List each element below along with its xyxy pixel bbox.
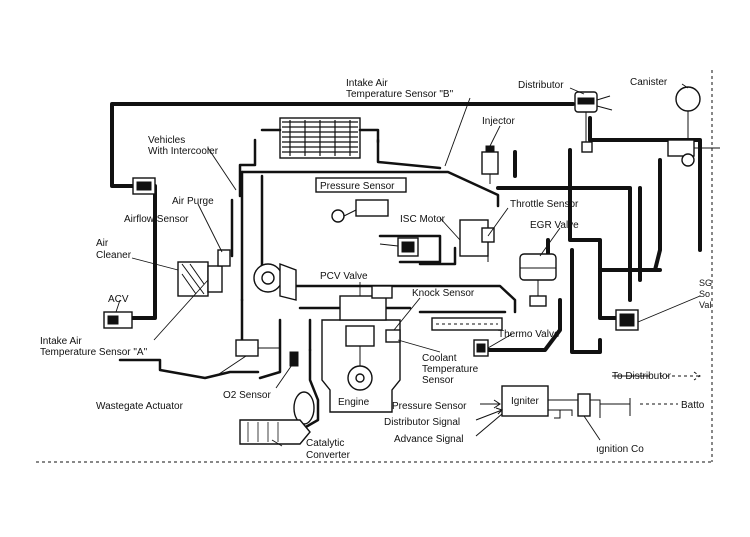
label-egr-valve: EGR Valve <box>530 220 579 231</box>
throttle-body <box>459 219 495 262</box>
label-distributor: Distributor <box>518 80 564 91</box>
label-catalytic-converter: Catalytic Converter <box>306 438 351 461</box>
signal-arrows <box>475 371 701 437</box>
label-advance-signal: Advance Signal <box>394 434 464 445</box>
o2-sensor-component <box>289 351 299 367</box>
egr-valve-component <box>519 253 557 307</box>
thermo-valve-component <box>473 339 489 357</box>
battery-circuit <box>600 398 678 416</box>
air-cleaner-component <box>177 261 223 297</box>
label-air-cleaner: Air Cleaner <box>96 238 132 261</box>
air-purge-component <box>217 249 231 267</box>
label-acv: ACV <box>108 294 129 305</box>
engine-block <box>321 285 401 413</box>
label-wastegate-actuator: Wastegate Actuator <box>96 401 184 412</box>
label-ignition-coil: ıgnition Co <box>596 444 644 455</box>
label-sg-solenoid-valve: SG So Val <box>699 278 715 310</box>
label-canister: Canister <box>630 77 668 88</box>
pressure-sensor-component <box>315 177 407 223</box>
ignition-coil-component <box>548 393 601 419</box>
knock-sensor-component <box>385 329 401 343</box>
acv-component <box>103 311 133 329</box>
label-knock-sensor: Knock Sensor <box>412 288 475 299</box>
label-coolant-temperature-sensor: Coolant Temperature Sensor <box>422 353 481 386</box>
label-thermo-valve: Thermo Valve <box>498 329 560 340</box>
canister-component <box>667 86 720 167</box>
wastegate-actuator-component <box>235 339 280 357</box>
label-engine: Engine <box>338 397 370 408</box>
distributor-component <box>574 91 613 153</box>
label-air-purge: Air Purge <box>172 196 214 207</box>
label-isc-motor: ISC Motor <box>400 214 446 225</box>
label-intake-air-temp-a: Intake Air Temperature Sensor "A" <box>40 336 148 358</box>
exhaust-pipe <box>239 348 320 445</box>
labels: Intake Air Temperature Sensor "B" Distri… <box>40 77 715 461</box>
label-pcv-valve: PCV Valve <box>320 271 368 282</box>
injector-component <box>481 145 499 184</box>
intercooler <box>260 117 380 159</box>
label-pressure-sensor: Pressure Sensor <box>320 181 395 192</box>
label-injector: Injector <box>482 116 515 127</box>
label-intake-air-temp-b: Intake Air Temperature Sensor "B" <box>346 78 454 100</box>
label-pressure-sensor-signal: Pressure Sensor <box>392 401 467 412</box>
leader-lines <box>115 83 701 447</box>
isc-motor-component <box>379 237 419 257</box>
label-vehicles-with-intercooler: Vehicles With Intercooler <box>148 135 219 157</box>
label-distributor-signal: Distributor Signal <box>384 417 460 428</box>
label-airflow-sensor: Airflow Sensor <box>124 214 189 225</box>
label-igniter: Igniter <box>511 396 539 407</box>
turbocharger <box>253 262 297 301</box>
airflow-sensor-component <box>132 177 156 195</box>
label-o2-sensor: O2 Sensor <box>223 390 271 401</box>
label-to-distributor: To Distributor <box>612 371 672 382</box>
vacuum-hoses <box>110 102 702 380</box>
label-battery: Batto <box>681 400 705 411</box>
coolant-passage <box>431 317 503 331</box>
igniter-component <box>501 385 549 417</box>
label-throttle-sensor: Throttle Sensor <box>510 199 579 210</box>
sg-solenoid-valve <box>615 309 639 331</box>
